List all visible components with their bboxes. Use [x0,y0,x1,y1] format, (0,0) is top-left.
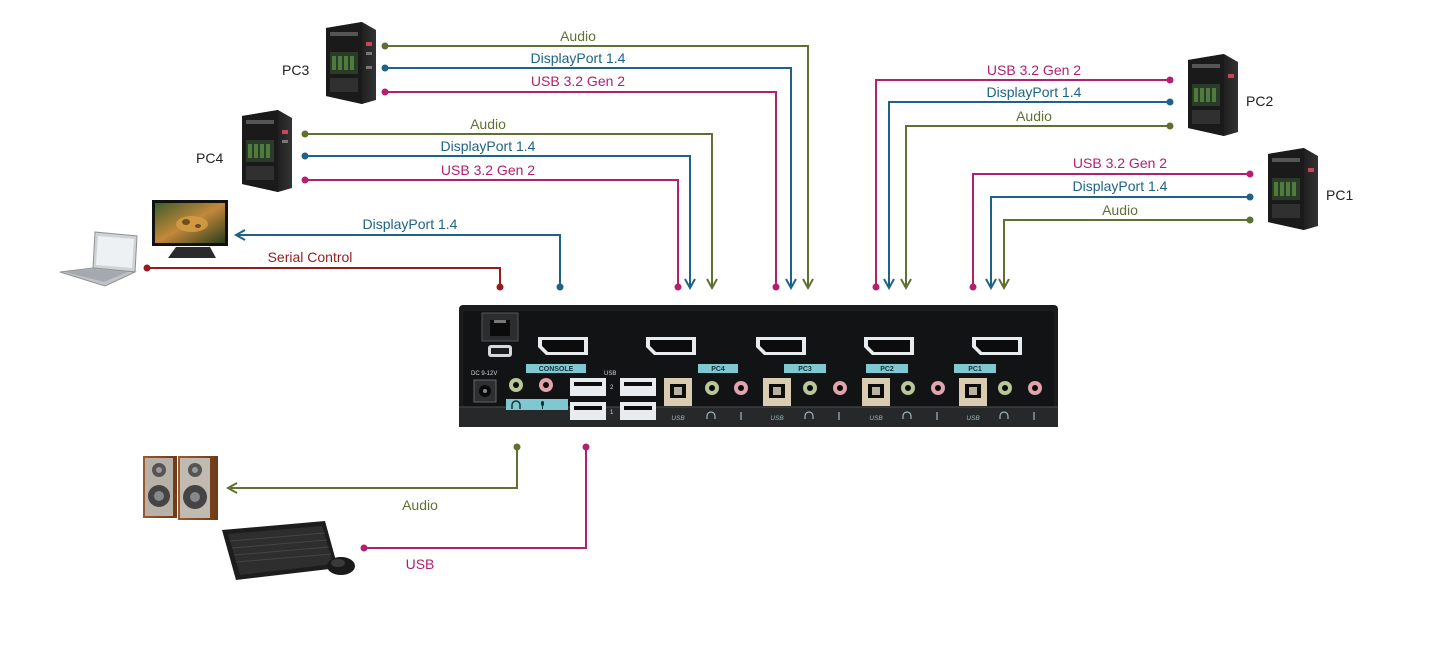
endpoint-dots [143,42,1254,552]
pc4-usb-b-label: USB [671,415,685,422]
pc2-audio-line [905,125,1170,286]
pc2-port-tag: PC2 [880,366,894,373]
serial-port-icon [488,345,512,357]
pc4-port-tag: PC4 [711,366,725,373]
pc2-audio-label: Audio [1016,108,1052,124]
pc4-usb-label: USB 3.2 Gen 2 [441,162,535,178]
pc4-displayport-label: DisplayPort 1.4 [441,138,536,154]
pc1-tower [1268,148,1318,230]
arrowheads [225,229,1010,494]
computer-tower-icon [1268,148,1318,230]
pc1-usb-line [972,173,1250,286]
serial-control-line [147,267,501,286]
console-label: CONSOLE [539,366,574,373]
pc4-audio-label: Audio [470,116,506,132]
pc1-displayport-label: DisplayPort 1.4 [1073,178,1168,194]
computer-tower-icon [326,22,376,104]
monitor [152,200,228,258]
connection-lines [147,45,1250,549]
serial-control-label: Serial Control [268,249,353,265]
console-audio-jacks [509,378,553,392]
pc3-usb-label: USB 3.2 Gen 2 [531,73,625,89]
pc1-port-group: PC1 USB [954,337,1042,422]
pc4-port-group: PC4 USB [646,337,748,422]
pc3-displayport-line [385,67,792,286]
pc2-usb-b-label: USB [869,415,883,422]
pc4-audio-line [305,133,713,286]
pc3-port-tag: PC3 [798,366,812,373]
pc3-port-group: PC3 USB [756,337,847,422]
keyboard-usb-line [364,447,587,549]
mouse-icon [327,557,355,575]
pc4-name: PC4 [196,150,223,166]
usb-port-2-label: 2 [610,385,614,391]
kvm-switch: DC 9-12V CONSOLE USB [459,305,1058,427]
serial-port [481,312,519,342]
pc2-usb-line [875,79,1170,286]
pc1-usb-b-label: USB [966,415,980,422]
dc-jack [473,379,497,403]
laptop [59,231,138,287]
speakers-icon [143,456,218,520]
pc2-displayport-line [888,101,1170,286]
pc3-audio-line [385,45,809,286]
pc2-tower [1188,54,1238,136]
pc3-name: PC3 [282,62,309,78]
pc4-displayport-line [305,155,691,286]
console-displayport [538,337,588,355]
monitor-icon [152,200,228,258]
port-glyphs [706,411,1035,420]
pc4-usb-line [305,179,679,286]
keyboard-usb-label: USB [406,556,435,572]
keyboard-and-mouse [222,521,355,580]
pc1-usb-label: USB 3.2 Gen 2 [1073,155,1167,171]
pc1-displayport-line [990,196,1250,286]
pc3-displayport-label: DisplayPort 1.4 [531,50,626,66]
pc3-audio-label: Audio [560,28,596,44]
usb-hub-label: USB [604,371,616,377]
speakers-audio-label: Audio [402,497,438,513]
computer-tower-icon [1188,54,1238,136]
pc1-audio-line [1003,219,1250,286]
pc3-usb-line [385,91,777,286]
pc3-usb-b-label: USB [770,415,784,422]
console-usb-ports [570,378,656,420]
computer-tower-icon [242,110,292,192]
laptop-icon [59,231,138,287]
dc-label: DC 9-12V [471,371,497,377]
pc2-name: PC2 [1246,93,1273,109]
keyboard-icon [222,521,338,580]
monitor-displayport-label: DisplayPort 1.4 [363,216,458,232]
pc3-tower [326,22,376,104]
pc1-audio-label: Audio [1102,202,1138,218]
speakers-audio-line [228,447,518,489]
speakers [143,456,218,520]
headphone-icon [511,400,521,409]
monitor-displayport-line [237,234,561,286]
pc1-port-tag: PC1 [968,366,982,373]
microphone-icon [541,401,544,409]
pc2-displayport-label: DisplayPort 1.4 [987,84,1082,100]
pc2-usb-label: USB 3.2 Gen 2 [987,62,1081,78]
pc4-tower [242,110,292,192]
pc2-port-group: PC2 USB [862,337,945,422]
usb-port-1-label: 1 [610,410,614,416]
pc1-name: PC1 [1326,187,1353,203]
connection-labels: Audio DisplayPort 1.4 USB 3.2 Gen 2 Audi… [268,28,1168,572]
